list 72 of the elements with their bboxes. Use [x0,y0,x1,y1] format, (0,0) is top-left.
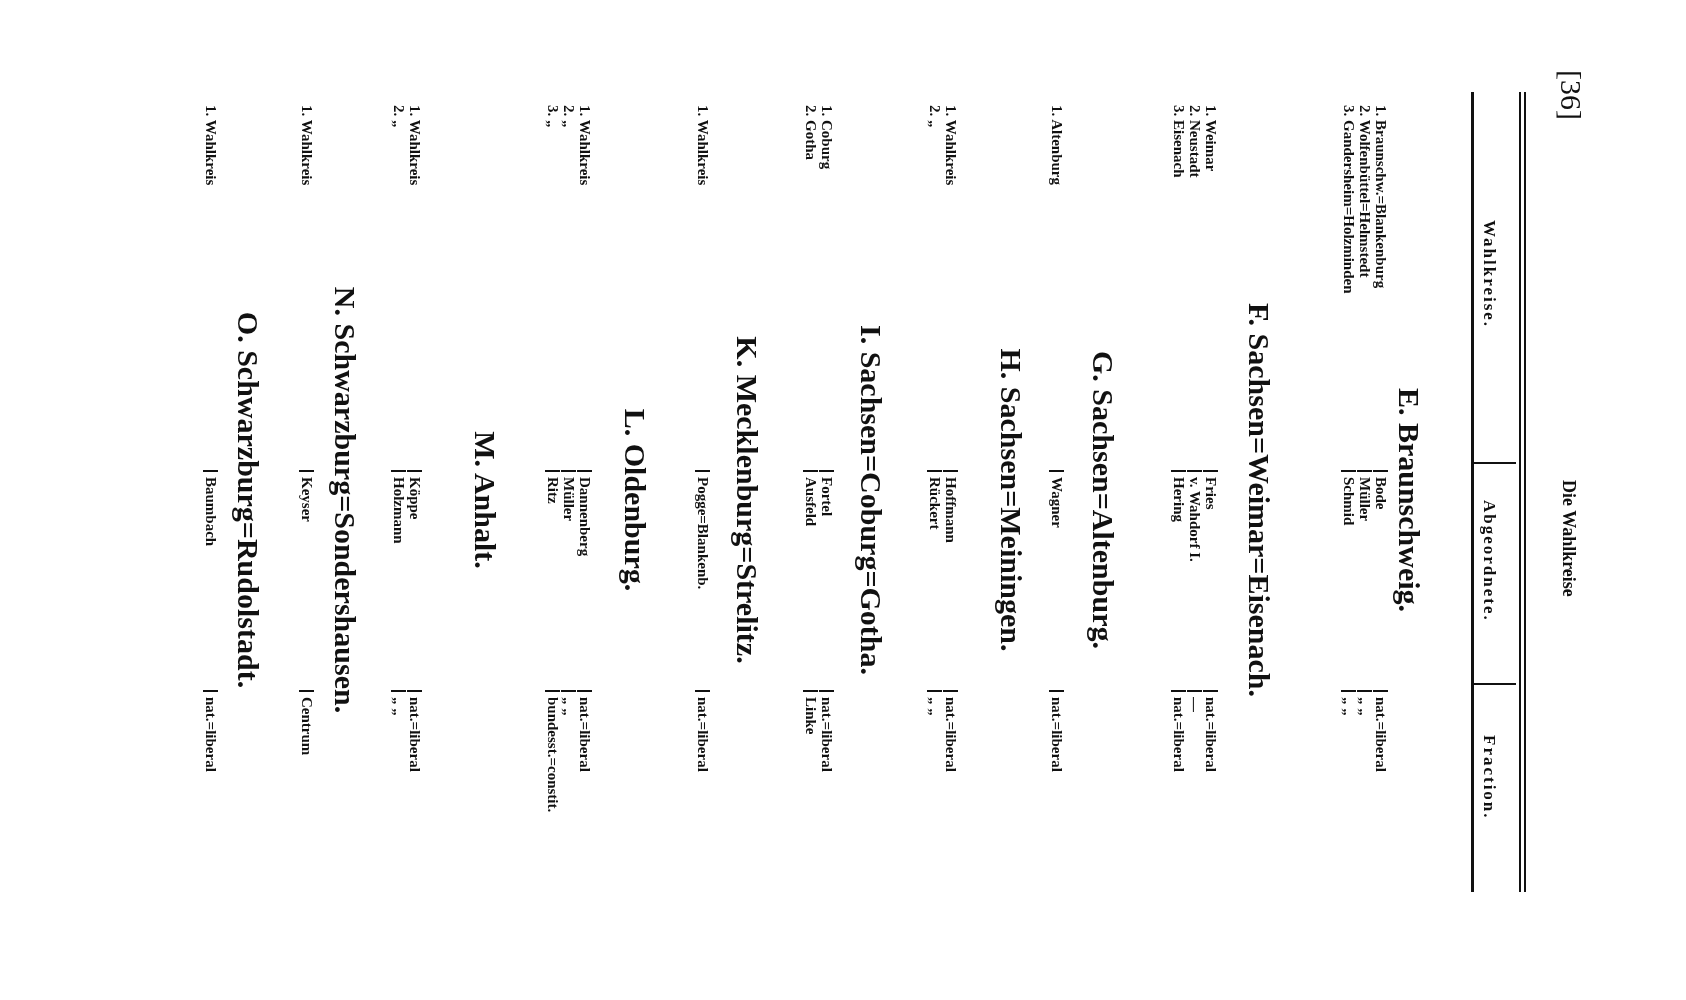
deputy-cell: Hoffmann [943,470,958,543]
section-heading: G. Sachsen=Altenburg. [1088,350,1118,651]
deputy-cell: Fries [1203,470,1218,510]
district-cell-text: 2. „ [391,104,406,128]
deputy-cell: Holzmann [391,470,406,544]
deputy-cell: Hering [1171,470,1186,522]
district-cell-text: 1. Braunschw.=Blankenburg [1373,104,1388,289]
deputy-cell: Müller [1357,470,1372,522]
deputy-cell: Rückert [927,470,942,530]
party-cell: nat.=liberal [1373,690,1388,772]
district-cell-text: 1. Weimar [1203,104,1218,172]
deputy-cell: Keyser [299,470,314,522]
party-cell: nat.=liberal [819,690,834,772]
district-cell-text: 2. Neustadt [1187,104,1202,178]
party-cell: nat.=liberal [1171,690,1186,772]
district-cell-text: 1. Wahlkreis [577,104,592,186]
deputy-cell: Müller [561,470,576,522]
deputy-cell: Bode [1373,470,1388,510]
party-cell: nat.=liberal [1203,690,1218,772]
district-cell-text: 1. Altenburg [1049,104,1064,185]
district-cell-text: 3. Eisenach [1171,104,1186,178]
party-cell: nat.=liberal [407,690,422,772]
column-header: Fraction. [1481,735,1498,820]
deputy-cell: Ritz [545,470,560,504]
district-cell-text: 1. Wahlkreis [299,104,314,186]
deputy-cell: Baumbach [203,470,218,547]
party-cell: — [1187,690,1202,712]
section-heading: L. Oldenburg. [620,407,650,594]
section-heading: N. Schwarzburg=Sondershausen. [330,285,360,716]
section-heading: O. Schwarzburg=Rudolstadt. [233,310,263,691]
section-heading: K. Mecklenburg=Strelitz. [732,335,762,666]
party-cell: „ „ [561,690,576,716]
district-cell-text: 1. Wahlkreis [407,104,422,186]
district-cell-text: 2. Wolfenbüttel=Helmstedt [1357,104,1372,278]
section-heading: I. Sachsen=Coburg=Gotha. [856,323,886,678]
deputy-cell: Dannenberg [577,470,592,557]
deputy-cell: v. Wahdorf I. [1187,470,1202,562]
party-cell: Linke [803,690,818,735]
deputy-cell: Wagner [1049,470,1064,528]
district-cell-text: 1. Wahlkreis [203,104,218,186]
party-cell: Centrum [299,690,314,756]
district-cell-text: 3. „ [545,104,560,128]
party-cell: „ „ [391,690,406,716]
district-cell-text: 2. Gotha [803,104,818,160]
deputy-cell: Fortel [819,470,834,517]
district-cell-text: 2. „ [927,104,942,128]
column-header: Wahlkreise. [1481,220,1498,329]
district-cell-text: 1. Wahlkreis [943,104,958,186]
section-heading: F. Sachsen=Weimar=Eisenach. [1244,302,1274,699]
party-cell: „ „ [1341,690,1356,716]
party-cell: „ „ [1357,690,1372,716]
district-cell-text: 3. Gandersheim=Holzminden [1341,104,1356,294]
party-cell: „ „ [927,690,942,716]
party-cell: nat.=liberal [577,690,592,772]
deputy-cell: Schmid [1341,470,1356,526]
section-heading: H. Sachsen=Meiningen. [996,347,1026,654]
deputy-cell: Pogge=Blankenb. [695,470,710,590]
party-cell: bundesst.=constit. [545,690,560,813]
running-head: Die Wahlkreise [1560,480,1578,597]
column-header: Abgeordnete. [1481,500,1498,622]
deputy-cell: Köppe [407,470,422,520]
page-number: [36] [1556,70,1586,120]
district-cell-text: 1. Wahlkreis [695,104,710,186]
district-cell-text: 1. Coburg [819,104,834,170]
section-heading: E. Braunschweig. [1394,386,1424,615]
party-cell: nat.=liberal [695,690,710,772]
party-cell: nat.=liberal [203,690,218,772]
party-cell: nat.=liberal [1049,690,1064,772]
section-heading: M. Anhalt. [470,430,500,571]
party-cell: nat.=liberal [943,690,958,772]
district-cell-text: 2. „ [561,104,576,128]
deputy-cell: Ausfeld [803,470,818,527]
